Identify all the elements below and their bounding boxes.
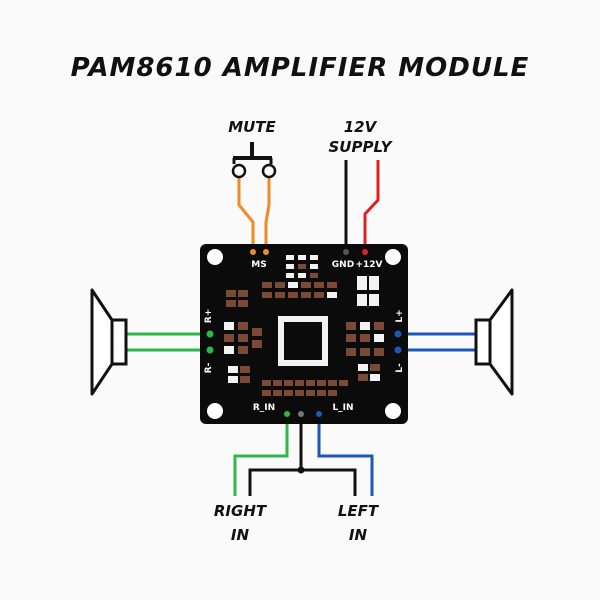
right-input-wire xyxy=(233,415,289,496)
push-button-icon xyxy=(231,142,277,179)
r-minus-pad xyxy=(206,346,214,354)
in-gnd-pad xyxy=(298,411,304,417)
right-speaker-icon xyxy=(474,288,514,396)
mounting-hole xyxy=(385,403,401,419)
input-ground-wire-right xyxy=(248,415,303,496)
left-in-label-line1: LEFT xyxy=(338,502,380,520)
amplifier-board: MS GND +12V R+ R- L+ L- R_IN L_IN xyxy=(200,244,408,424)
gnd-pad xyxy=(343,249,349,255)
board-label-l-plus: L+ xyxy=(395,309,405,322)
left-in-label-line2: IN xyxy=(349,526,368,544)
mounting-hole xyxy=(207,249,223,265)
mute-wire-1 xyxy=(237,178,255,252)
top-components xyxy=(262,255,379,306)
right-in-label-line2: IN xyxy=(231,526,250,544)
mute-label: MUTE xyxy=(228,118,276,136)
r-in-pad xyxy=(284,411,290,417)
board-label-l-in: L_IN xyxy=(332,403,353,413)
r-plus-pad xyxy=(206,330,214,338)
board-label-r-plus: R+ xyxy=(204,309,214,323)
ms-pad xyxy=(263,249,269,255)
supply-positive-wire xyxy=(363,160,380,252)
board-label-ms: MS xyxy=(251,260,266,270)
board-label-gnd: GND xyxy=(332,260,354,270)
right-in-label-line1: RIGHT xyxy=(214,502,268,520)
mounting-hole xyxy=(207,403,223,419)
l-plus-pad xyxy=(394,330,402,338)
mounting-hole xyxy=(385,249,401,265)
bottom-components xyxy=(262,380,348,396)
supply-label-line2: SUPPLY xyxy=(328,138,393,156)
v12-pad xyxy=(362,249,368,255)
board-label-r-in: R_IN xyxy=(253,403,275,413)
left-input-wire xyxy=(317,415,374,496)
input-ground-wire-left xyxy=(301,468,357,496)
supply-label-line1: 12V xyxy=(344,118,378,136)
left-speaker-icon xyxy=(90,288,128,396)
mute-wire-2 xyxy=(264,178,271,252)
l-in-pad xyxy=(316,411,322,417)
board-label-r-minus: R- xyxy=(204,362,214,373)
board-label-12v: +12V xyxy=(355,260,382,270)
board-label-l-minus: L- xyxy=(395,363,405,373)
diagram-title: PAM8610 AMPLIFIER MODULE xyxy=(71,53,530,83)
amplifier-chip-icon xyxy=(278,316,328,366)
ground-junction xyxy=(297,466,305,474)
right-components xyxy=(346,322,384,381)
mute-wires xyxy=(237,178,271,252)
ms-pad xyxy=(250,249,256,255)
l-minus-pad xyxy=(394,346,402,354)
left-components xyxy=(224,290,262,383)
